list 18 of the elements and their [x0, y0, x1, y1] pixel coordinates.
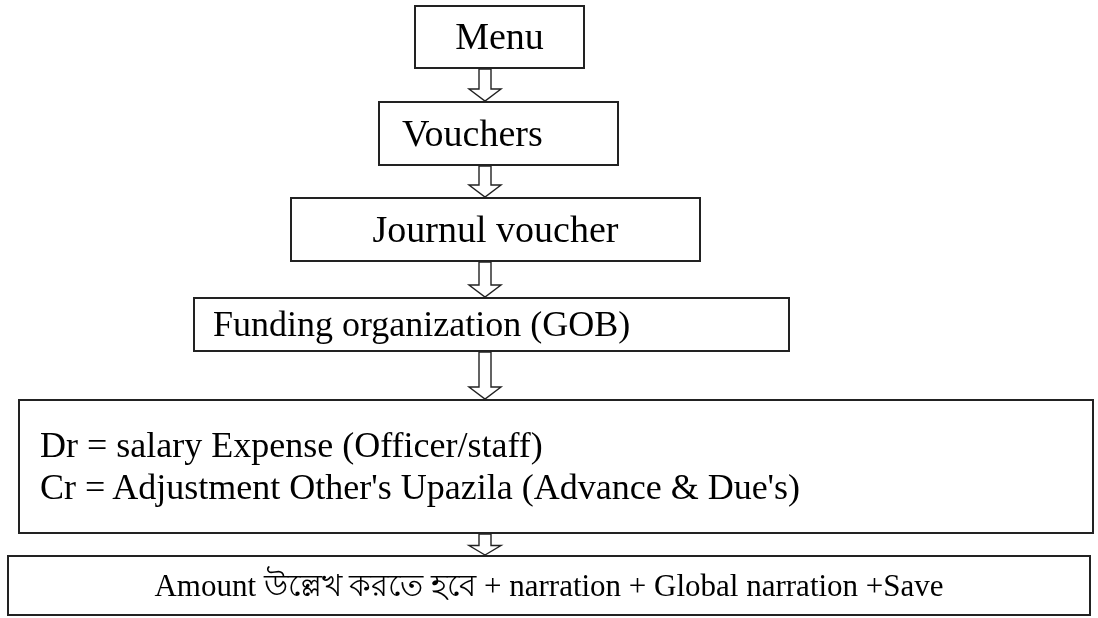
hollow-arrow	[466, 533, 504, 556]
step-label: Vouchers	[402, 111, 544, 156]
step-label: Funding organization (GOB)	[213, 303, 632, 346]
step-label: Amount উল্লেখ করতে হবে + narration + Global narration +Save	[153, 567, 945, 604]
process-box	[193, 297, 790, 352]
process-box	[414, 5, 585, 69]
hollow-arrow	[466, 68, 504, 102]
process-box	[290, 197, 701, 262]
process-box	[7, 555, 1091, 616]
step-label: Dr = salary Expense (Officer/staff)	[40, 425, 544, 467]
hollow-arrow	[466, 165, 504, 198]
step-label: Menu	[454, 15, 545, 59]
step-label: Cr = Adjustment Other's Upazila (Advance & Due's)	[40, 466, 802, 508]
hollow-arrow	[466, 351, 504, 400]
process-box	[18, 399, 1094, 534]
step-label: Journul voucher	[371, 207, 620, 252]
process-box	[378, 101, 619, 166]
hollow-arrow	[466, 261, 504, 298]
